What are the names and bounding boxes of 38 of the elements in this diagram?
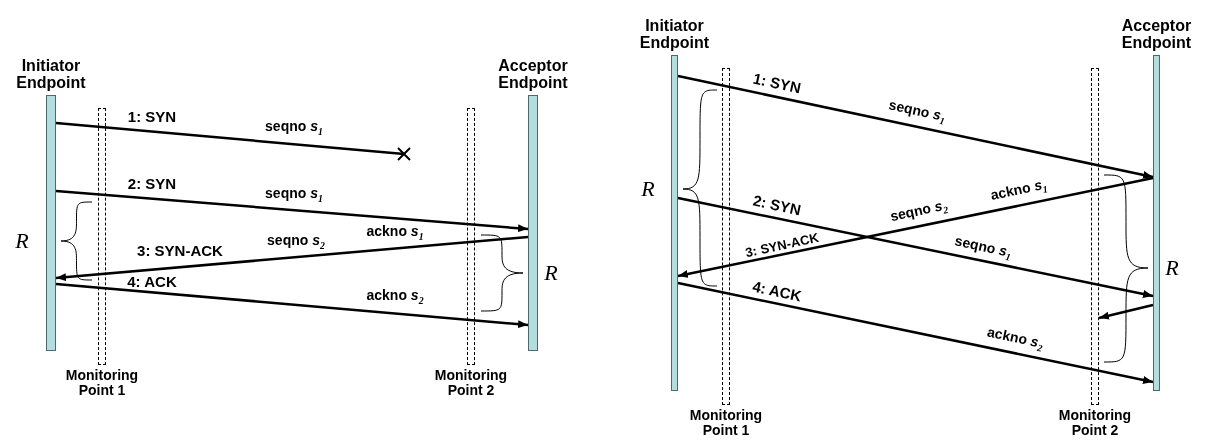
message-arrow bbox=[55, 235, 529, 282]
message-label: 3: SYN-ACK bbox=[137, 242, 223, 258]
sequence-label: seqno s$_{1}$ bbox=[952, 233, 1013, 263]
sequence-label: seqno s$_{1}$ bbox=[265, 119, 323, 137]
sequence-label: ackno s$_{2}$ bbox=[366, 288, 424, 306]
message-arrow bbox=[677, 196, 1154, 298]
monitoring-point-label: Monitoring Point 1 bbox=[64, 368, 140, 399]
endpoint-label: Acceptor Endpoint bbox=[1120, 16, 1193, 52]
sequence-label: seqno s$_{2}$ bbox=[888, 197, 950, 227]
message-arrow bbox=[677, 176, 1154, 278]
interval-label: R bbox=[15, 230, 29, 252]
interval-label: R bbox=[544, 262, 558, 284]
monitoring-point-label: Monitoring Point 1 bbox=[688, 408, 764, 439]
sequence-label: ackno s$_{2}$ bbox=[985, 324, 1045, 354]
sequence-label: ackno s$_{1}$ bbox=[989, 176, 1049, 205]
message-label: 3: SYN-ACK bbox=[744, 230, 820, 260]
message-arrow bbox=[677, 74, 1154, 179]
interval-label: R bbox=[1165, 257, 1179, 279]
sequence-label: seqno s$_{2}$ bbox=[267, 233, 325, 251]
monitoring-point-label: Monitoring Point 2 bbox=[1057, 408, 1133, 439]
message-label: 4: ACK bbox=[751, 278, 803, 304]
sequence-label: seqno s$_{1}$ bbox=[886, 97, 947, 127]
endpoint-label: Initiator Endpoint bbox=[15, 56, 87, 92]
sequence-label: seqno s$_{1}$ bbox=[265, 186, 323, 204]
message-label: 2: SYN bbox=[751, 192, 803, 218]
message-label: 2: SYN bbox=[127, 175, 177, 191]
message-arrow bbox=[677, 281, 1154, 384]
monitoring-point-label: Monitoring Point 2 bbox=[433, 368, 509, 399]
message-label: 4: ACK bbox=[127, 273, 177, 289]
endpoint-label: Initiator Endpoint bbox=[638, 16, 711, 52]
message-label: 1: SYN bbox=[127, 108, 177, 124]
message-arrow bbox=[55, 282, 529, 329]
interval-label: R bbox=[641, 178, 655, 200]
message-arrow bbox=[55, 189, 529, 233]
message-arrow bbox=[1098, 303, 1154, 320]
endpoint-label: Acceptor Endpoint bbox=[497, 56, 569, 92]
message-label: 1: SYN bbox=[751, 70, 803, 96]
sequence-label: ackno s$_{1}$ bbox=[366, 224, 424, 242]
